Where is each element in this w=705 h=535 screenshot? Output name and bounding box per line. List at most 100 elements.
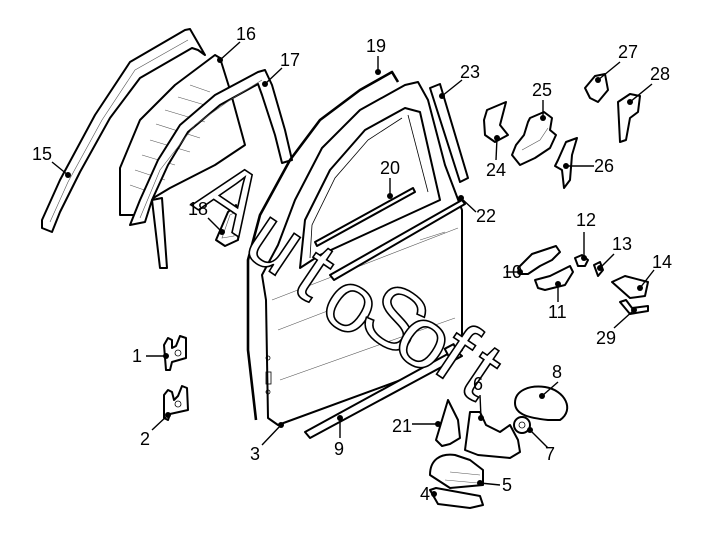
- leader-dot: [219, 229, 225, 235]
- callout-10[interactable]: 10: [502, 262, 523, 282]
- leader-line: [629, 83, 653, 103]
- leader-line: [261, 424, 282, 446]
- callout-label: 29: [596, 328, 616, 348]
- callout-12[interactable]: 12: [576, 210, 596, 261]
- callout-3[interactable]: 3: [250, 422, 284, 464]
- callout-9[interactable]: 9: [334, 415, 344, 459]
- callout-label: 13: [612, 234, 632, 254]
- part-23-pillar-trim[interactable]: [429, 83, 469, 183]
- callout-label: 10: [502, 262, 522, 282]
- leader-dot: [163, 353, 169, 359]
- leader-dot: [597, 265, 603, 271]
- leader-dot: [595, 77, 601, 83]
- part-4-mirror-trim[interactable]: [429, 487, 484, 509]
- callout-label: 22: [476, 206, 496, 226]
- part-2-lower-hinge[interactable]: [163, 385, 189, 421]
- leader-dot: [478, 415, 484, 421]
- part-1-upper-hinge[interactable]: [163, 335, 187, 371]
- leader-line: [599, 253, 615, 269]
- part-22-outer-belt[interactable]: [329, 199, 466, 281]
- part-19-door-seal[interactable]: [246, 70, 400, 421]
- part-18-quarter-window[interactable]: [215, 204, 241, 247]
- callout-label: 1: [132, 346, 142, 366]
- callout-label: 3: [250, 444, 260, 464]
- part-24-latch-cover[interactable]: [483, 101, 509, 143]
- part-10-door-handle[interactable]: [517, 245, 561, 275]
- part-28-trim-bracket[interactable]: [617, 93, 641, 143]
- callout-11[interactable]: 11: [548, 281, 567, 322]
- leader-line: [460, 197, 477, 213]
- callout-6[interactable]: 6: [473, 374, 484, 421]
- callout-label: 11: [548, 302, 567, 322]
- callout-label: 16: [236, 24, 256, 44]
- leader-line: [479, 394, 482, 419]
- part-11-handle-bracket[interactable]: [534, 265, 574, 291]
- callout-5[interactable]: 5: [477, 475, 512, 495]
- callout-21[interactable]: 21: [392, 416, 441, 436]
- callout-28[interactable]: 28: [627, 64, 670, 105]
- callout-7[interactable]: 7: [527, 427, 555, 464]
- leader-dot: [337, 415, 343, 421]
- leader-dot: [387, 193, 393, 199]
- callout-26[interactable]: 26: [563, 156, 614, 176]
- callout-27[interactable]: 27: [595, 42, 638, 83]
- part-27-striker-bracket[interactable]: [584, 73, 609, 103]
- part-21-sail-trim[interactable]: [435, 399, 461, 447]
- callout-16[interactable]: 16: [217, 24, 256, 63]
- part-20-belt-strip[interactable]: [314, 187, 416, 247]
- callout-19[interactable]: 19: [366, 36, 386, 75]
- leader-line: [441, 79, 463, 97]
- leader-line: [597, 61, 621, 81]
- leader-dot: [65, 172, 71, 178]
- callout-label: 25: [532, 80, 552, 100]
- part-6-mirror-base[interactable]: [464, 411, 521, 459]
- leader-line: [479, 482, 501, 486]
- part-14-handle-cap[interactable]: [611, 275, 649, 299]
- callout-20[interactable]: 20: [380, 158, 400, 199]
- leader-dot: [527, 427, 533, 433]
- callout-label: 26: [594, 156, 614, 176]
- leader-dot: [262, 81, 268, 87]
- callout-14[interactable]: 14: [637, 252, 672, 291]
- leader-line: [639, 269, 655, 289]
- callout-17[interactable]: 17: [262, 50, 300, 87]
- callout-1[interactable]: 1: [132, 346, 169, 366]
- leader-line: [264, 67, 283, 85]
- part-7-mirror-motor[interactable]: [513, 416, 531, 434]
- leader-dot: [439, 93, 445, 99]
- part-8-mirror-glass[interactable]: [514, 385, 569, 421]
- leader-dot: [431, 491, 437, 497]
- callout-label: 7: [545, 444, 555, 464]
- callout-label: 27: [618, 42, 638, 62]
- leader-dot: [627, 99, 633, 105]
- leader-dot: [375, 69, 381, 75]
- part-5-mirror-cover[interactable]: [429, 453, 484, 489]
- leader-dot: [435, 421, 441, 427]
- callout-8[interactable]: 8: [539, 362, 562, 399]
- callout-label: 8: [552, 362, 562, 382]
- leader-line: [219, 41, 241, 61]
- callout-29[interactable]: 29: [596, 307, 637, 348]
- callout-25[interactable]: 25: [532, 80, 552, 121]
- callout-18[interactable]: 18: [188, 199, 225, 235]
- leader-dot: [165, 412, 171, 418]
- leader-line: [207, 217, 223, 233]
- callout-13[interactable]: 13: [597, 234, 632, 271]
- leader-dot: [458, 195, 464, 201]
- callout-15[interactable]: 15: [32, 144, 71, 178]
- callout-2[interactable]: 2: [140, 412, 171, 449]
- part-25-door-latch[interactable]: [511, 111, 557, 166]
- callout-23[interactable]: 23: [439, 62, 480, 99]
- part-9-lower-moulding[interactable]: [304, 343, 463, 439]
- callout-24[interactable]: 24: [486, 135, 506, 180]
- part-15-window-run-channel[interactable]: [41, 28, 206, 233]
- part-17-frame-seal[interactable]: [129, 69, 293, 269]
- callout-label: 15: [32, 144, 52, 164]
- leader-dot: [555, 281, 561, 287]
- callout-22[interactable]: 22: [458, 195, 496, 226]
- leader-dot: [581, 255, 587, 261]
- callout-label: 24: [486, 160, 506, 180]
- callout-4[interactable]: 4: [420, 484, 437, 504]
- leader-dot: [631, 307, 637, 313]
